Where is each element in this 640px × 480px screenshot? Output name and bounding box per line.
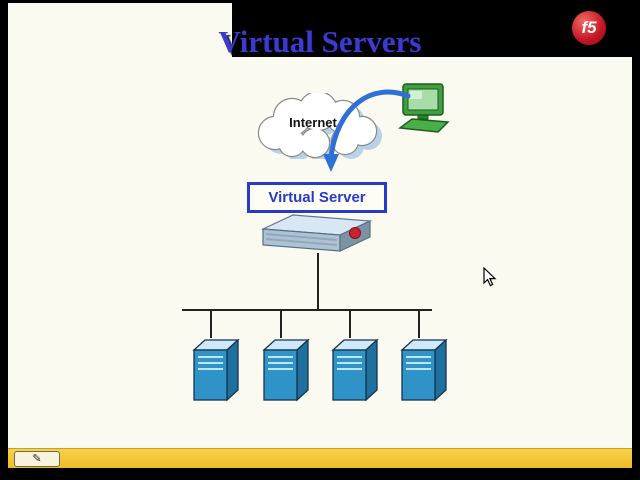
slide-background-top bbox=[8, 3, 232, 57]
server-tower-4 bbox=[400, 336, 448, 404]
drop-line-4 bbox=[418, 310, 420, 338]
drop-line-3 bbox=[349, 310, 351, 338]
server-tower-3 bbox=[331, 336, 379, 404]
network-bus-line bbox=[182, 309, 432, 311]
slide-title: Virtual Servers bbox=[218, 24, 422, 59]
trunk-line bbox=[317, 253, 319, 310]
f5-logo: f5 bbox=[572, 11, 606, 45]
internet-label: Internet bbox=[289, 115, 337, 130]
pen-tool-button[interactable]: ✎ bbox=[14, 451, 60, 467]
annotation-toolbar: ✎ bbox=[8, 448, 632, 468]
server-icon bbox=[400, 338, 448, 402]
connection-arrow bbox=[300, 84, 432, 186]
f5-appliance bbox=[255, 211, 377, 259]
cloud-icon bbox=[257, 90, 382, 162]
server-icon bbox=[331, 338, 379, 402]
drop-line-1 bbox=[210, 310, 212, 338]
arrow-icon bbox=[323, 89, 411, 172]
server-tower-1 bbox=[192, 336, 240, 404]
internet-cloud: Internet bbox=[250, 90, 394, 162]
client-computer-icon bbox=[396, 82, 450, 138]
drop-line-2 bbox=[280, 310, 282, 338]
computer-icon bbox=[398, 83, 450, 133]
server-icon bbox=[192, 338, 240, 402]
server-icon bbox=[262, 338, 310, 402]
appliance-icon bbox=[260, 214, 373, 252]
f5-logo-text: f5 bbox=[581, 18, 597, 37]
virtual-server-label: Virtual Server bbox=[268, 189, 366, 206]
server-tower-2 bbox=[262, 336, 310, 404]
virtual-server-box: Virtual Server bbox=[247, 182, 387, 213]
mouse-cursor-icon bbox=[483, 266, 497, 287]
pen-icon: ✎ bbox=[32, 452, 42, 465]
